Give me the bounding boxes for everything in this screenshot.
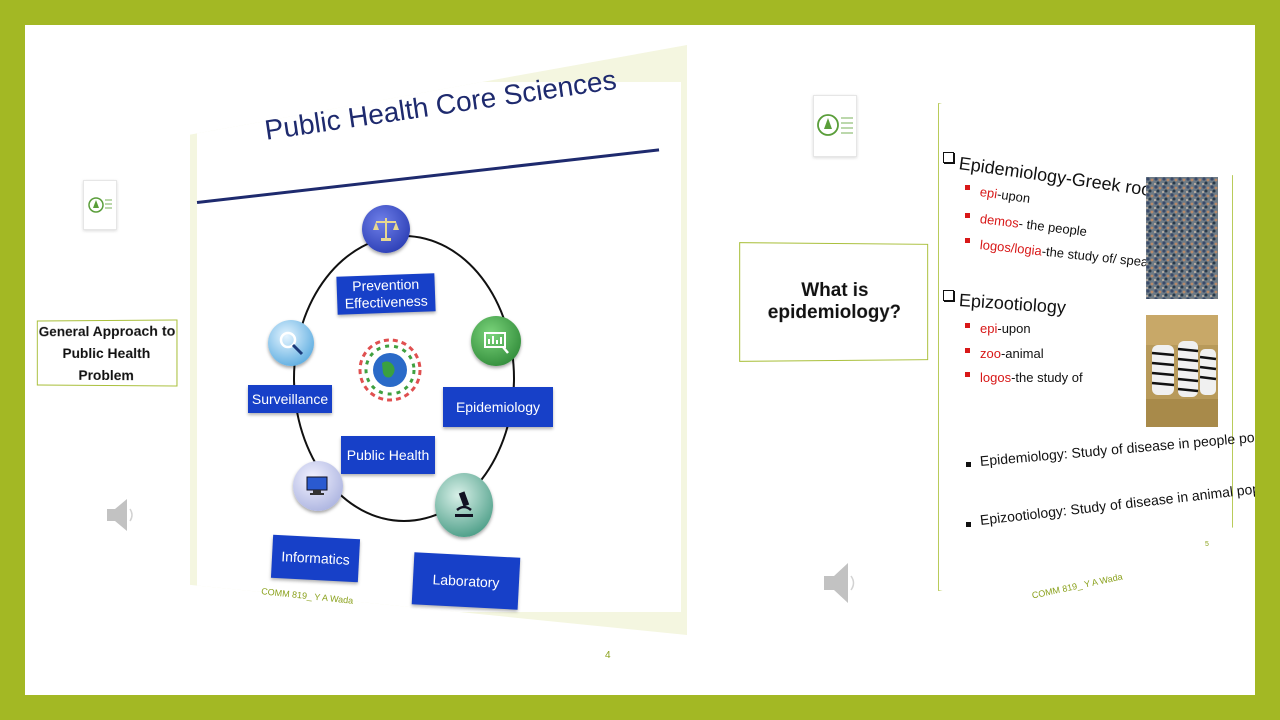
crowd-photo — [1146, 177, 1218, 299]
video-frame: General Approach to Public Health Proble… — [25, 25, 1255, 695]
slide-4-page-number: 4 — [605, 650, 611, 661]
right-callout-box: What is epidemiology? — [739, 242, 929, 362]
right-callout-text: What is epidemiology? — [767, 279, 902, 324]
root-item: zoo-animal — [980, 346, 1044, 361]
left-callout-line1: General Approach to — [38, 322, 176, 340]
red-bullet-icon — [965, 238, 970, 243]
computer-icon — [293, 461, 343, 511]
globe-icon — [355, 335, 425, 405]
slide-5-footer: COMM 819_ Y A Wada — [1030, 571, 1124, 601]
prevention-effectiveness-label: Prevention Effectiveness — [336, 273, 436, 315]
public-health-label: Public Health — [341, 436, 435, 474]
informatics-label: Informatics — [270, 534, 361, 583]
logo-icon — [83, 180, 117, 230]
scales-icon — [362, 205, 410, 253]
red-bullet-icon — [965, 213, 970, 218]
speaker-icon[interactable] — [822, 558, 858, 613]
checkbox-bullet-icon — [943, 290, 954, 301]
left-callout-line2: Public Health Problem — [62, 344, 151, 384]
checkbox-bullet-icon — [943, 152, 954, 163]
root-item: logos-the study of — [980, 370, 1083, 385]
root-item: epi-upon — [980, 321, 1031, 336]
zebra-photo — [1146, 315, 1218, 427]
red-bullet-icon — [965, 185, 970, 190]
laboratory-label: Laboratory — [411, 552, 521, 610]
black-bullet-icon — [966, 522, 971, 527]
speaker-icon[interactable] — [105, 495, 135, 540]
epidemiology-label: Epidemiology — [443, 387, 553, 427]
surveillance-label: Surveillance — [248, 385, 332, 413]
black-bullet-icon — [966, 462, 971, 467]
logo-icon — [813, 95, 857, 157]
slide-5-page-number: 5 — [1205, 541, 1209, 548]
microscope-icon — [435, 473, 493, 537]
red-bullet-icon — [965, 348, 970, 353]
magnifier-icon — [268, 320, 314, 366]
monitor-chart-icon — [471, 316, 521, 366]
red-bullet-icon — [965, 323, 970, 328]
red-bullet-icon — [965, 372, 970, 377]
left-callout-box: General Approach to Public Health Proble… — [36, 319, 178, 387]
